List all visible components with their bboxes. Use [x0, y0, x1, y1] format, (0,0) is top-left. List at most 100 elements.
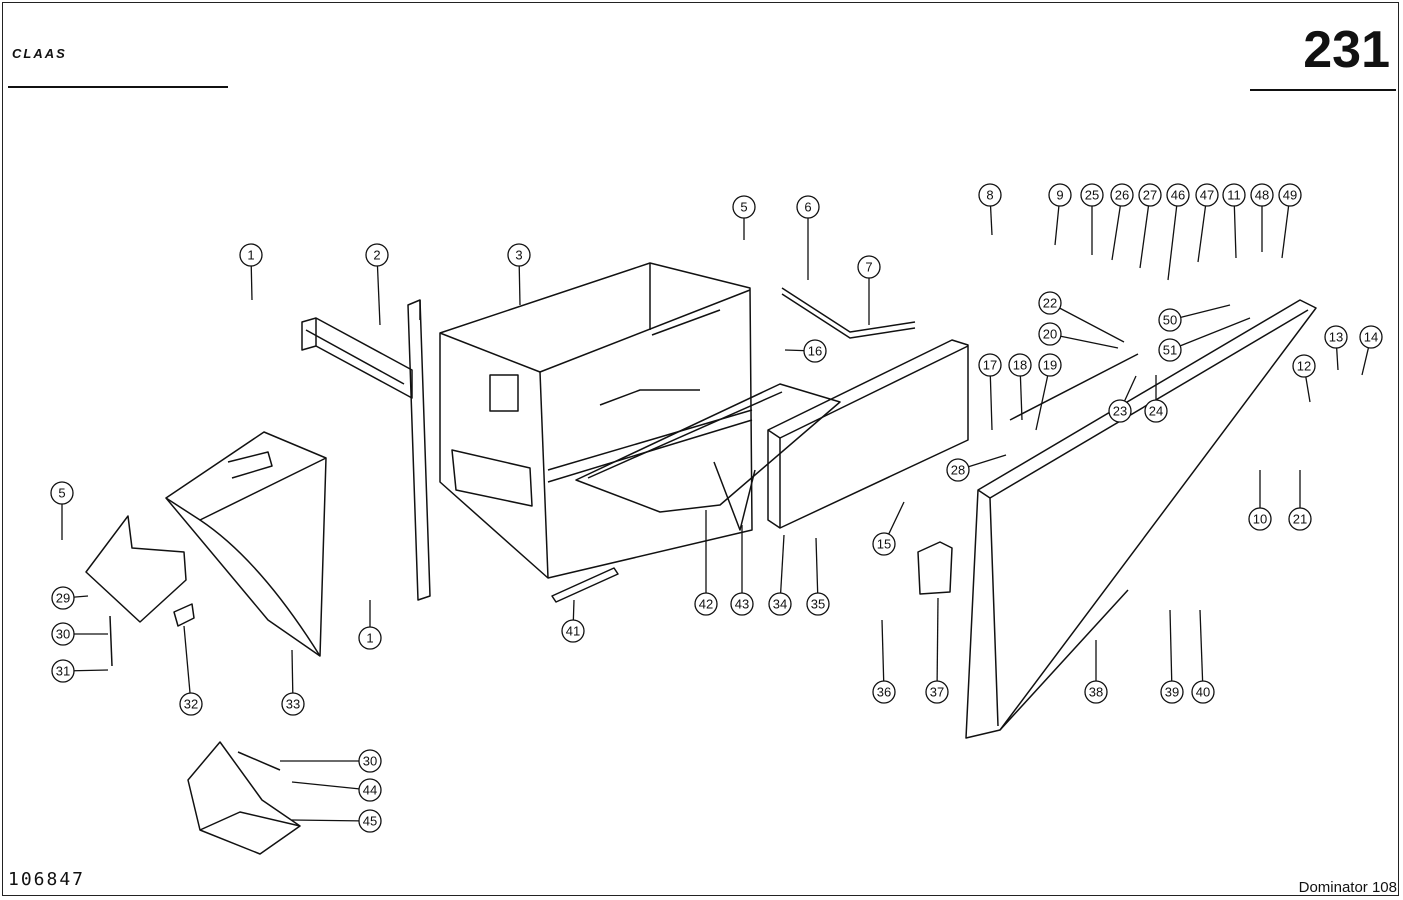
callout-leader — [1180, 304, 1231, 318]
callout-leader — [250, 265, 253, 301]
callout-number: 7 — [865, 260, 872, 275]
callout-bubble — [1008, 353, 1032, 377]
callout-number: 10 — [1253, 512, 1267, 527]
part-frame-45 — [187, 741, 301, 855]
callout-20: 20 — [1038, 322, 1119, 349]
callout-number: 9 — [1056, 188, 1063, 203]
callout-leader — [73, 669, 109, 672]
callout-bubble — [730, 592, 754, 616]
callout-leader — [1059, 307, 1125, 343]
callout-14: 14 — [1359, 325, 1383, 376]
callout-number: 3 — [515, 248, 522, 263]
callout-leader — [572, 599, 575, 621]
callout-46: 46 — [1166, 183, 1190, 281]
callout-bubble — [179, 692, 203, 716]
callout-bubble — [1110, 183, 1134, 207]
part-tray — [575, 383, 841, 513]
callout-bubble — [1038, 291, 1062, 315]
callout-number: 27 — [1143, 188, 1157, 203]
part-hopper — [165, 431, 327, 657]
callout-bubble — [365, 243, 389, 267]
callout-25: 25 — [1080, 183, 1104, 255]
callout-leader — [1233, 205, 1237, 259]
part-side-panel — [767, 339, 969, 529]
callout-leader — [968, 454, 1007, 468]
callout-leader — [1197, 205, 1207, 263]
callout-7: 7 — [857, 255, 881, 325]
callout-18: 18 — [1008, 353, 1032, 421]
callout-number: 28 — [951, 463, 965, 478]
callout-number: 49 — [1283, 188, 1297, 203]
callout-number: 31 — [56, 664, 70, 679]
callout-number: 13 — [1329, 330, 1343, 345]
callout-51: 51 — [1158, 317, 1251, 362]
callout-bubble — [1158, 308, 1182, 332]
callout-number: 33 — [286, 697, 300, 712]
callout-number: 14 — [1364, 330, 1378, 345]
callout-number: 40 — [1196, 685, 1210, 700]
callout-38: 38 — [1084, 640, 1108, 704]
callout-number: 51 — [1163, 343, 1177, 358]
callout-number: 11 — [1227, 188, 1241, 203]
callout-bubble — [1166, 183, 1190, 207]
callout-leader — [1361, 347, 1370, 376]
callout-leader — [291, 649, 294, 694]
callout-number: 17 — [983, 358, 997, 373]
callout-bubble — [1084, 680, 1108, 704]
callout-leader — [881, 619, 885, 682]
callout-number: 29 — [56, 591, 70, 606]
callout-16: 16 — [784, 339, 827, 363]
callout-number: 50 — [1163, 313, 1177, 328]
callout-leader — [183, 625, 191, 694]
callout-34: 34 — [768, 534, 792, 616]
callout-leader — [1199, 609, 1204, 682]
part-rail-41 — [551, 567, 619, 603]
callout-leader — [1167, 205, 1178, 281]
callout-leader — [989, 205, 993, 236]
callout-1: 1 — [239, 243, 263, 301]
callout-6: 6 — [796, 195, 820, 280]
part-strut — [713, 461, 756, 531]
callout-bubble — [561, 619, 585, 643]
callout-bubble — [1250, 183, 1274, 207]
callout-bubble — [806, 592, 830, 616]
callout-bubble — [803, 339, 827, 363]
callout-number: 38 — [1089, 685, 1103, 700]
page-number: 231 — [1303, 21, 1390, 79]
callout-leader — [1139, 205, 1150, 269]
part-spring-30b — [237, 751, 281, 771]
part-spring-30 — [109, 615, 113, 667]
callout-5: 5 — [732, 195, 756, 240]
callout-35: 35 — [806, 537, 830, 616]
callout-leader — [1111, 205, 1121, 261]
callout-number: 1 — [366, 631, 373, 646]
header-rule-right — [1250, 89, 1396, 91]
callout-bubble — [51, 586, 75, 610]
callout-leader — [936, 597, 939, 682]
part-plate-32 — [173, 603, 195, 627]
callout-bubble — [732, 195, 756, 219]
callout-leader — [815, 537, 819, 594]
callout-leader — [1060, 335, 1119, 349]
callout-number: 45 — [363, 814, 377, 829]
callout-leader — [1019, 375, 1023, 421]
callout-leader — [1169, 609, 1173, 682]
drawing-number: 106847 — [8, 869, 86, 890]
callout-number: 21 — [1293, 512, 1307, 527]
callout-12: 12 — [1292, 354, 1316, 403]
callout-number: 35 — [811, 597, 825, 612]
callout-bubble — [1048, 183, 1072, 207]
callout-30: 30 — [280, 749, 382, 773]
callout-32: 32 — [179, 625, 203, 716]
callout-number: 24 — [1149, 404, 1163, 419]
callout-bubble — [358, 778, 382, 802]
callout-bubble — [358, 809, 382, 833]
callout-bubble — [50, 481, 74, 505]
callout-leader — [1054, 205, 1060, 246]
brand-logo-text: CLAAS — [12, 46, 67, 61]
callout-49: 49 — [1278, 183, 1302, 259]
callout-number: 18 — [1013, 358, 1027, 373]
callout-leader — [1336, 347, 1339, 371]
callout-bubble — [694, 592, 718, 616]
callout-19: 19 — [1035, 353, 1062, 431]
